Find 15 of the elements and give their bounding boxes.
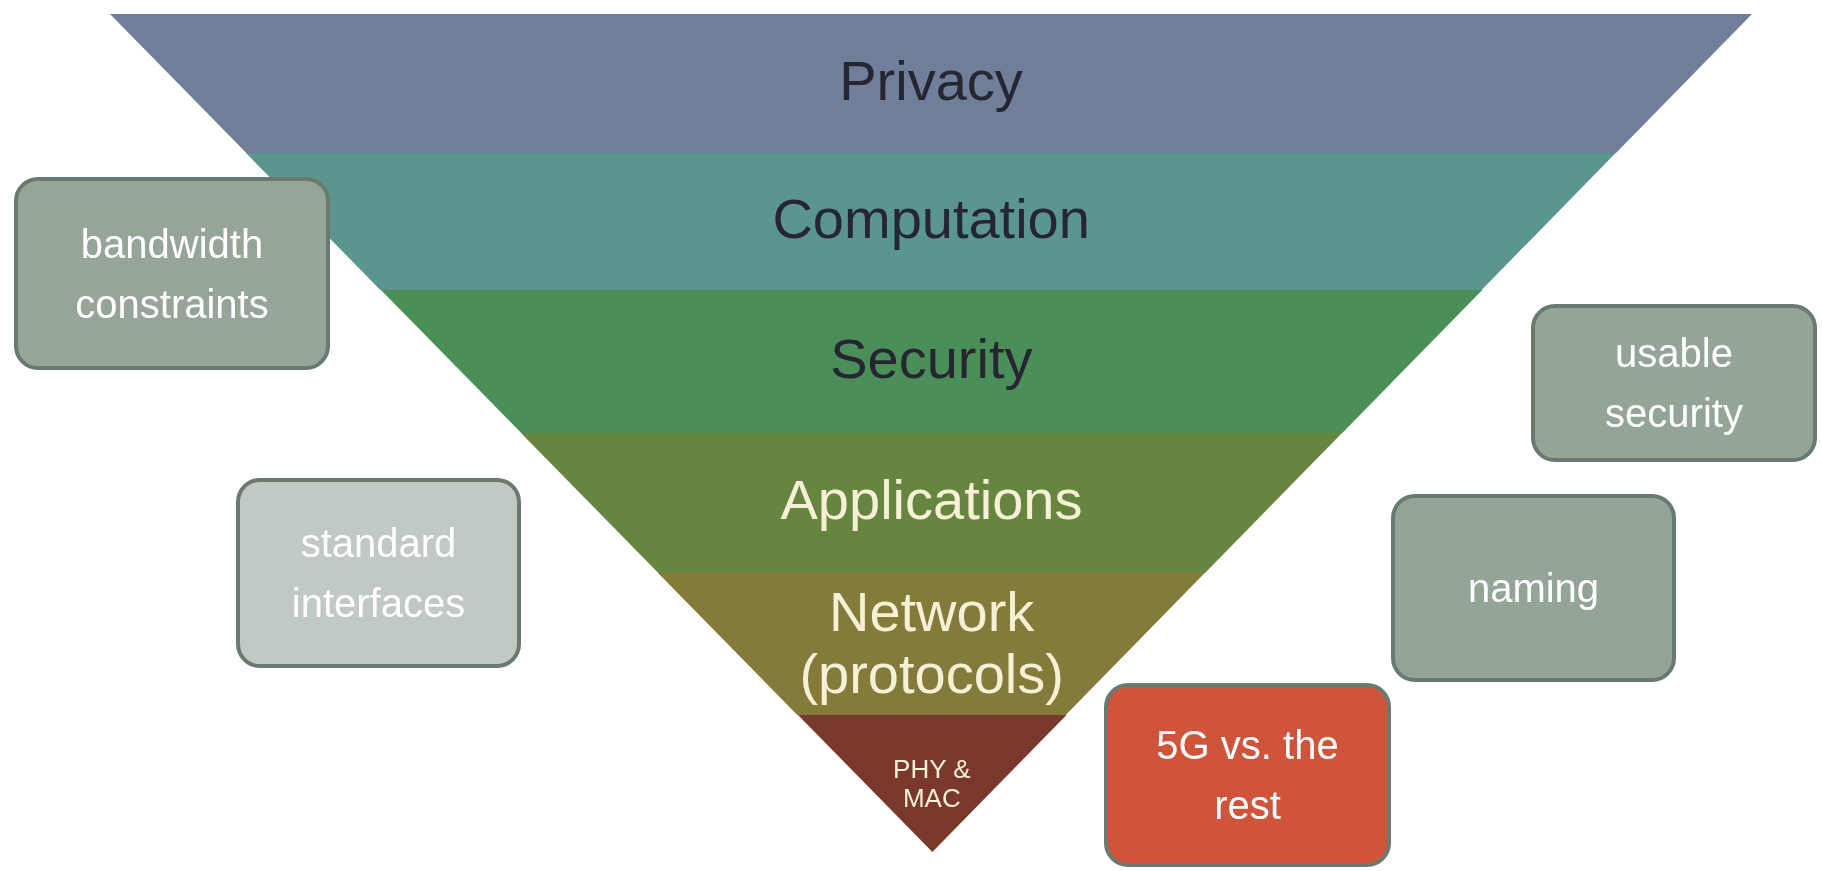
phy-mac-layer bbox=[797, 715, 1067, 852]
topic-box: naming bbox=[1391, 494, 1676, 682]
security-layer bbox=[380, 290, 1482, 433]
applications-layer bbox=[521, 433, 1342, 573]
constraint-box: bandwidth constraints bbox=[14, 177, 330, 370]
layer-label: PHY & MAC bbox=[892, 755, 972, 813]
layer-label: Applications bbox=[779, 469, 1084, 531]
layer-label: Privacy bbox=[838, 49, 1024, 112]
highlight-box: 5G vs. the rest bbox=[1104, 683, 1391, 867]
layer-label: Network (protocols) bbox=[798, 581, 1065, 705]
layer-label: Security bbox=[829, 327, 1034, 390]
network-layer bbox=[658, 573, 1205, 715]
topic-box: standard interfaces bbox=[236, 478, 521, 668]
topic-box: usable security bbox=[1531, 304, 1817, 462]
privacy-layer bbox=[110, 14, 1752, 153]
